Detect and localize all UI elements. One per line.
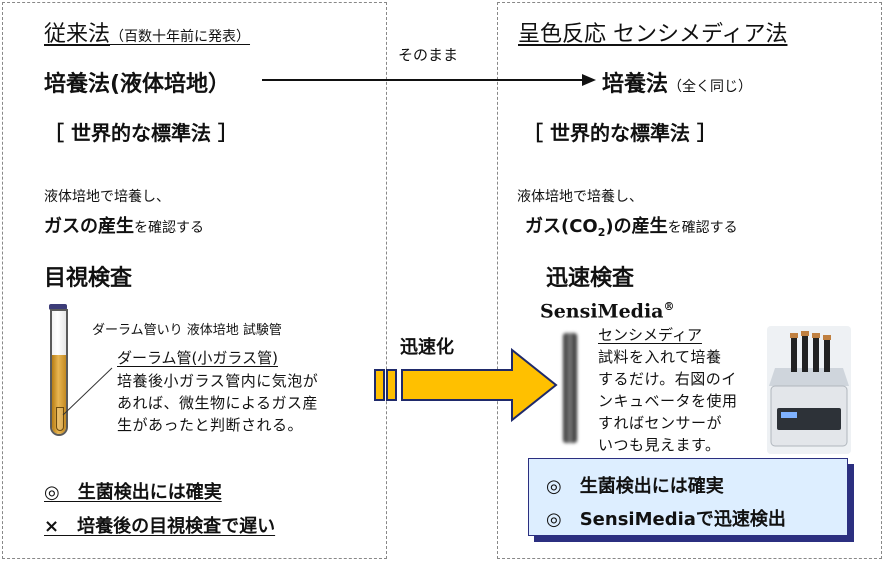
speed-arrow-body [401, 347, 558, 423]
left-desc-line1: 液体培地で培養し、 [44, 189, 170, 205]
right-summary-1: ◎ 生菌検出には確実 [546, 476, 724, 497]
durham-desc-line: あれば、微生物によるガス産 [117, 394, 319, 412]
durham-title: ダーラム管(小ガラス管) [117, 349, 278, 367]
left-standard: ［ 世界的な標準法 ］ [44, 121, 238, 145]
left-summary-2: × 培養後の目視検査で遅い [44, 516, 276, 537]
durham-tube [56, 407, 64, 431]
right-desc-line1: 液体培地で培養し、 [517, 189, 643, 205]
left-title: 従来法 [44, 22, 111, 47]
test-tube-liquid [52, 355, 66, 434]
right-standard: ［ 世界的な標準法 ］ [523, 121, 717, 145]
left-inspection: 目視検査 [44, 266, 133, 291]
as-is-label: そのまま [398, 46, 459, 64]
left-desc-rest: を確認する [134, 220, 204, 236]
left-desc-bold: ガスの産生 [44, 216, 134, 237]
sensimedia-brand-name: SensiMedia [540, 300, 664, 323]
left-summary-1: ◎ 生菌検出には確実 [44, 482, 222, 503]
speed-arrow-bar-2 [386, 369, 397, 401]
right-desc-bold-a: ガス(CO [525, 216, 598, 237]
sensimedia-desc-line: ンキュベータを使用 [598, 392, 738, 410]
sensimedia-brand-logo: SensiMedia® [540, 300, 674, 322]
right-method-group: 培養法（全く同じ） [602, 66, 752, 98]
sensimedia-title: センシメディア [598, 326, 702, 344]
sensimedia-desc-line: すればセンサーが [598, 414, 723, 432]
right-desc-rest: を確認する [667, 220, 738, 236]
speed-arrow-bar-1 [374, 369, 385, 401]
right-summary-box [528, 458, 848, 536]
durham-desc-line: 生があったと判断される。 [117, 416, 304, 434]
durham-pointer-line [62, 367, 113, 416]
right-desc-bold-b: )の産生 [605, 216, 668, 237]
right-desc-sub: 2 [597, 226, 606, 240]
as-is-arrowhead [582, 74, 596, 86]
durham-desc-line: 培養後小ガラス管内に気泡が [117, 372, 319, 390]
sensimedia-brand-mark: ® [663, 300, 675, 313]
incubator-image [767, 326, 851, 454]
right-summary-2: ◎ SensiMediaで迅速検出 [546, 509, 786, 530]
right-method-note: （全く同じ） [668, 79, 753, 95]
tube-label: ダーラム管いり 液体培地 試験管 [92, 323, 282, 338]
left-desc-line2: ガスの産生を確認する [44, 212, 204, 238]
sensimedia-tube-image [563, 333, 577, 443]
left-title-group: 従来法（百数十年前に発表） [44, 16, 250, 48]
sensimedia-desc-line: いつも見えます。 [598, 436, 721, 454]
sensimedia-desc: 試料を入れて培養 するだけ。右図のイ ンキュベータを使用 すればセンサーが いつ… [598, 346, 738, 456]
sensimedia-desc-line: するだけ。右図のイ [598, 370, 737, 388]
right-desc-line2: ガス(CO2)の産生を確認する [525, 212, 738, 239]
right-inspection: 迅速検査 [546, 266, 635, 291]
right-title: 呈色反応 センシメディア法 [518, 22, 788, 47]
incubator-drawing [767, 326, 851, 454]
test-tube-cap [49, 304, 67, 310]
left-title-note: （百数十年前に発表） [110, 29, 251, 45]
sensimedia-desc-line: 試料を入れて培養 [598, 348, 722, 366]
conventional-method-panel [2, 2, 387, 559]
right-method: 培養法 [602, 72, 669, 97]
left-method: 培養法(液体培地） [44, 72, 231, 97]
speedup-label: 迅速化 [400, 337, 454, 358]
durham-desc: 培養後小ガラス管内に気泡が あれば、微生物によるガス産 生があったと判断される。 [117, 370, 318, 436]
